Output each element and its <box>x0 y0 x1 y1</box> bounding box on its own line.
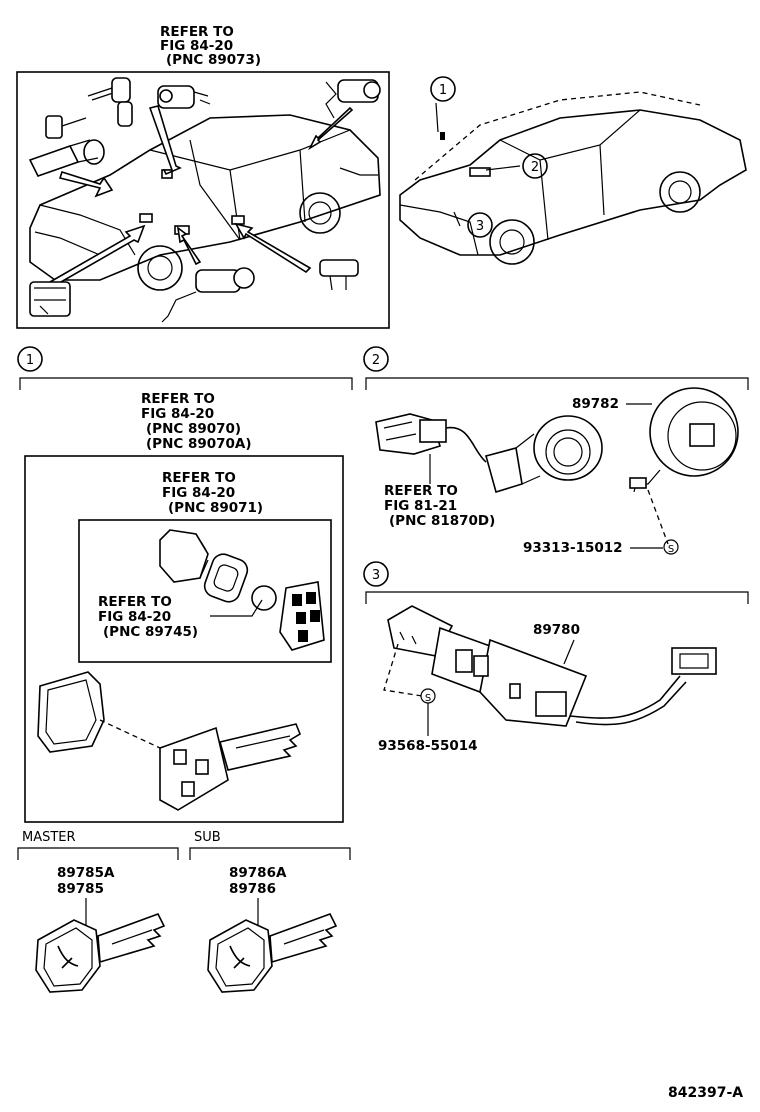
sub-heading: SUB <box>194 830 221 845</box>
section-1-number: 1 <box>26 353 34 368</box>
s1-ref-inner-line3: (PNC 89745) <box>103 624 198 640</box>
s1-inner-frame <box>78 519 332 663</box>
transponder-ring <box>629 387 739 493</box>
callout-1-number: 1 <box>439 83 447 98</box>
part-93568-55014-label: 93568-55014 <box>378 738 478 754</box>
s3-screw-letter: S <box>425 693 431 704</box>
s2-ref-line3: (PNC 81870D) <box>389 513 495 529</box>
master-heading: MASTER <box>22 830 76 845</box>
key-with-remote <box>159 723 301 811</box>
figure-id: 842397-A <box>668 1085 743 1101</box>
sub-key <box>207 913 338 993</box>
callout-2: 2 <box>522 153 548 179</box>
car-location-illustration <box>399 91 747 265</box>
section-3-number: 3 <box>372 568 380 583</box>
s2-ref-line1: REFER TO <box>384 483 458 499</box>
callout-3: 3 <box>467 212 493 238</box>
overview-frame <box>16 71 390 329</box>
s1-ref-mid-line1: REFER TO <box>162 470 236 486</box>
car-overview-illustration <box>28 77 381 323</box>
section-3: 3 89780 S 93568-55014 <box>363 561 749 754</box>
remote-cover <box>159 529 209 583</box>
s1-ref-outer-line3: (PNC 89070) <box>146 421 241 437</box>
s2-screw-letter: S <box>668 544 674 555</box>
s2-ref-line2: FIG 81-21 <box>384 498 457 514</box>
s1-ref-inner-line2: FIG 84-20 <box>98 609 171 625</box>
callout-3-number: 3 <box>476 219 484 234</box>
part-93313-15012-label: 93313-15012 <box>523 540 623 556</box>
s1-ref-outer-line2: FIG 84-20 <box>141 406 214 422</box>
top-ref-line2: FIG 84-20 <box>160 38 233 54</box>
s1-outer-frame <box>24 455 344 823</box>
s1-ref-mid-line2: FIG 84-20 <box>162 485 235 501</box>
remote-battery <box>251 585 277 611</box>
s1-ref-outer-line4: (PNC 89070A) <box>146 436 252 452</box>
s2-screw-symbol <box>663 539 679 555</box>
part-89782-label: 89782 <box>572 396 619 412</box>
remote-gasket <box>203 553 249 603</box>
s1-ref-mid-line3: (PNC 89071) <box>168 500 263 516</box>
ignition-coil-assembly <box>375 413 603 494</box>
part-89780-label: 89780 <box>533 622 580 638</box>
s1-ref-outer-line1: REFER TO <box>141 391 215 407</box>
part-89785A-label: 89785A <box>57 865 115 881</box>
callout-2-number: 2 <box>531 160 539 175</box>
master-key <box>35 913 166 993</box>
remote-module <box>279 581 325 651</box>
top-reference-label: REFER TO FIG 84-20 (PNC 89073) <box>160 24 261 68</box>
callout-1: 1 <box>430 76 456 102</box>
key-head-shell <box>37 671 105 753</box>
section-1: 1 REFER TO FIG 84-20 (PNC 89070) (PNC 89… <box>17 346 353 823</box>
section-2-number: 2 <box>372 353 380 368</box>
master-key-group: MASTER 89785A 89785 <box>17 830 179 993</box>
part-89786-label: 89786 <box>229 881 276 897</box>
sub-key-group: SUB 89786A 89786 <box>189 830 351 993</box>
part-89786A-label: 89786A <box>229 865 287 881</box>
section-2: 2 89782 S 93313-15012 <box>363 346 749 556</box>
top-ref-line3: (PNC 89073) <box>166 52 261 68</box>
part-89785-label: 89785 <box>57 881 104 897</box>
top-ref-line1: REFER TO <box>160 24 234 40</box>
s1-ref-inner-line1: REFER TO <box>98 594 172 610</box>
immobilizer-ecu <box>387 605 717 727</box>
